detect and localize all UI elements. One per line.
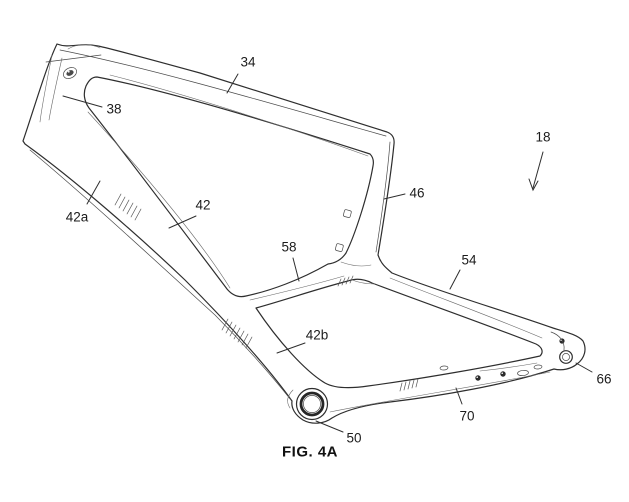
ref-number-34: 34	[240, 55, 256, 70]
head-tube-inner-line	[39, 54, 53, 123]
bb-seam	[287, 389, 294, 409]
cable-port-highlight	[67, 70, 70, 73]
ref-label-50: 50	[315, 420, 362, 446]
ref-number-42: 42	[195, 198, 210, 213]
seat-tube-bosses	[335, 209, 352, 252]
head-tube-hump-line	[67, 44, 101, 50]
cluster-seam	[340, 261, 372, 267]
figure-caption: FIG. 4A	[282, 444, 338, 461]
bottom-bracket-shell	[295, 387, 329, 421]
ref-label-34: 34	[226, 55, 256, 94]
down-tube-upper-shade	[87, 111, 231, 289]
bottom-bracket-bore-ring	[299, 391, 325, 417]
bottle-boss	[335, 243, 344, 252]
leader-line-42a	[86, 180, 101, 205]
chainstay-bolt	[500, 371, 506, 377]
ref-label-38: 38	[62, 95, 122, 117]
leader-line-34	[226, 73, 239, 94]
ref-number-54: 54	[461, 253, 477, 268]
dropout-contour	[550, 331, 565, 351]
ref-label-66: 66	[575, 362, 612, 387]
axle-hole-inner	[562, 353, 570, 361]
ref-number-50: 50	[346, 431, 361, 446]
ref-number-66: 66	[596, 372, 611, 387]
leader-line-38	[62, 95, 103, 108]
seat-tube-inner-line	[375, 141, 391, 253]
chainstay-bolt	[475, 375, 481, 381]
leader-line-58	[292, 257, 300, 282]
leader-line-18	[532, 151, 544, 189]
leader-line-42b	[276, 342, 306, 354]
bottle-boss	[343, 209, 352, 218]
reference-labels: 34 38 42a 42 58 46 18 54 42b 66 70 50	[62, 55, 612, 446]
ref-label-42: 42	[168, 198, 211, 229]
ref-number-42b: 42b	[306, 328, 329, 343]
seat-stay-inner-line	[389, 277, 543, 339]
ref-label-18: 18	[528, 130, 551, 192]
leader-line-42	[168, 215, 197, 229]
strut-hatch	[337, 275, 354, 287]
chain-stay-inner-line	[329, 371, 551, 413]
top-tube-lower-shade	[109, 74, 369, 157]
leader-line-66	[575, 362, 593, 373]
dropout-bolt	[559, 338, 565, 344]
down-tube-mid-line	[29, 149, 292, 401]
bottom-bracket-bore	[303, 395, 321, 413]
leader-line-46	[383, 193, 406, 200]
ref-label-58: 58	[281, 240, 300, 282]
ref-label-54: 54	[449, 253, 477, 290]
ref-number-42a: 42a	[66, 210, 89, 225]
bolt-highlight	[501, 372, 504, 375]
head-tube-inner-line	[48, 57, 63, 121]
down-tube-hatch-upper	[114, 193, 142, 221]
cable-port	[63, 67, 77, 79]
down-tube-hatch-lower	[221, 318, 253, 349]
leader-line-50	[315, 420, 344, 433]
leader-line-70	[455, 387, 463, 405]
front-triangle-opening	[83, 76, 374, 298]
ref-label-42a: 42a	[66, 180, 101, 225]
leader-line-54	[449, 269, 461, 290]
ref-label-70: 70	[455, 387, 475, 424]
bottom-bracket	[295, 387, 329, 421]
ref-label-42b: 42b	[276, 328, 329, 354]
chain-stay-end-line	[479, 362, 538, 372]
hatch-marks	[114, 193, 419, 392]
ref-number-46: 46	[409, 186, 424, 201]
strut-inner-line	[249, 275, 345, 301]
rear-dropout	[550, 331, 573, 364]
cable-port-inner	[66, 70, 74, 76]
ref-number-38: 38	[106, 102, 121, 117]
head-tube-details	[39, 44, 102, 123]
chainstay-tab	[439, 365, 449, 371]
axle-hole-outer	[559, 350, 573, 364]
chainstay-mount	[533, 364, 543, 370]
head-tube-cap-line	[45, 54, 102, 63]
ref-label-46: 46	[383, 186, 425, 201]
ref-number-70: 70	[459, 409, 474, 424]
ref-number-58: 58	[281, 240, 296, 255]
chainstay-slot	[517, 370, 529, 376]
cluster-seam	[351, 279, 376, 285]
arrowhead-18	[528, 178, 539, 192]
rear-triangle-opening	[255, 278, 543, 389]
ref-number-18: 18	[535, 130, 550, 145]
frame-outer-silhouette	[22, 43, 586, 424]
chainstay-fasteners	[439, 364, 543, 381]
top-tube-inner-line	[59, 49, 387, 137]
bolt-highlight	[476, 376, 479, 379]
chain-stay-hatch	[399, 378, 419, 392]
